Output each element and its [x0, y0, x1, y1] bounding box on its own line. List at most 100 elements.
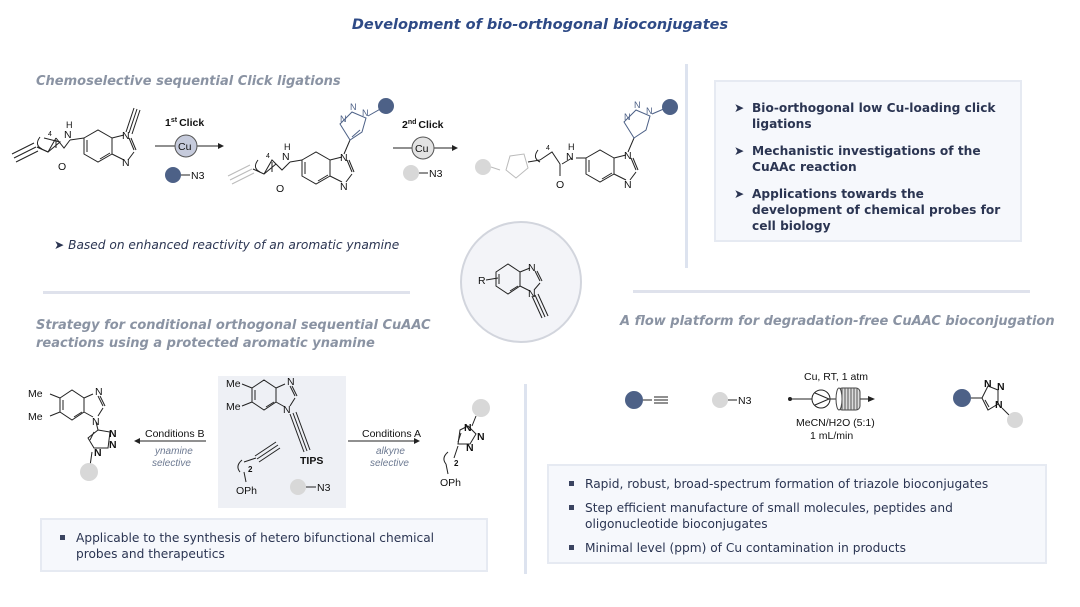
light-bead-icon: [80, 463, 98, 481]
chain-index: 2: [454, 459, 459, 468]
azide-reagent-1: N3: [191, 170, 205, 182]
triazole-n2: N: [634, 100, 641, 110]
aromatic-ynamine-core: N N R: [460, 221, 582, 343]
light-bead-icon: [472, 399, 490, 417]
dark-bead-icon: [662, 99, 678, 115]
square-bullet-icon: [569, 545, 574, 550]
section-title-conditional: Strategy for conditional orthogonal sequ…: [36, 317, 431, 353]
atom-n: N: [464, 422, 472, 434]
note-aromatic-ynamine: ➤ Based on enhanced reactivity of an aro…: [54, 238, 399, 252]
light-bead-icon: [290, 479, 306, 495]
light-bead-icon: [712, 392, 728, 408]
horizontal-divider-right: [633, 290, 1030, 293]
atom-n1: N: [624, 150, 632, 162]
bullet-text: Step efficient manufacture of small mole…: [585, 501, 953, 531]
triazole-n3: N: [362, 108, 369, 118]
atom-n: N: [109, 428, 117, 440]
info-box: ➤ Bio-orthogonal low Cu-loading click lig…: [714, 80, 1022, 242]
atom-n1: N: [340, 152, 348, 164]
catalyst-cu-1: Cu: [178, 141, 192, 153]
conditions-a-selectivity: selective: [370, 458, 409, 469]
triazole-n3: N: [646, 106, 653, 116]
substituent-r: R: [478, 275, 486, 287]
tips-label: TIPS: [300, 455, 323, 467]
info-item-text: Bio-orthogonal low Cu-loading click liga…: [752, 101, 996, 131]
flow-rate: 1 mL/min: [810, 430, 853, 442]
atom-n: N: [997, 381, 1005, 393]
square-bullet-icon: [60, 535, 65, 540]
chain-index: 4: [546, 145, 550, 152]
section-title-line1: Strategy for conditional orthogonal sequ…: [36, 318, 431, 333]
atom-n: N: [528, 262, 536, 274]
square-bullet-icon: [569, 505, 574, 510]
dark-bead-icon: [953, 389, 971, 407]
bullet-text: Minimal level (ppm) of Cu contamination …: [585, 541, 906, 555]
azide-reagent-2: N3: [429, 168, 443, 180]
atom-o: O: [556, 179, 564, 191]
light-bead-icon: [403, 165, 419, 181]
conditions-b-label: Conditions B: [145, 428, 205, 440]
reactant-panel: [218, 376, 346, 508]
atom-n: N: [95, 386, 103, 398]
section-title-line2: reactions using a protected aromatic yna…: [36, 336, 375, 351]
dark-bead-icon: [378, 98, 394, 114]
info-item-text: Mechanistic investigations of the CuAAc …: [752, 144, 981, 174]
arrow-bullet-icon: ➤: [734, 144, 745, 158]
info-list: ➤ Bio-orthogonal low Cu-loading click lig…: [734, 100, 1006, 234]
atom-n3: N: [340, 181, 348, 193]
flow-scheme: N3 Cu, RT, 1 atm MeCN/H2O (5:1) 1 mL/min…: [625, 371, 1023, 442]
atom-n: N: [92, 416, 100, 428]
bullet-text: Applicable to the synthesis of hetero bi…: [76, 531, 435, 561]
triazole-n1: N: [340, 114, 347, 124]
flow-solvent: MeCN/H2O (5:1): [796, 417, 875, 429]
methyl-label: Me: [28, 388, 43, 400]
bullet-text: Rapid, robust, broad-spectrum formation …: [585, 477, 989, 491]
horizontal-divider-left: [43, 291, 410, 294]
atom-n: N: [109, 439, 117, 451]
section-title-click-ligations: Chemoselective sequential Click ligation…: [36, 74, 341, 89]
atom-nh: N: [64, 129, 72, 141]
bullet-item: Step efficient manufacture of small mole…: [567, 500, 1033, 532]
arrow-bullet-icon: ➤: [734, 101, 745, 115]
atom-n: N: [283, 404, 291, 416]
chain-index: 4: [266, 153, 270, 160]
oph-label: OPh: [236, 485, 257, 497]
triazole-n1: N: [624, 112, 631, 122]
methyl-label: Me: [226, 401, 241, 413]
atom-n: N: [477, 431, 485, 443]
dark-bead-icon: [165, 167, 181, 183]
light-bead-icon: [1007, 412, 1023, 428]
conditional-bullet-box: Applicable to the synthesis of hetero bi…: [40, 518, 488, 572]
info-item: ➤ Applications towards the development of…: [734, 186, 1006, 234]
info-item: ➤ Bio-orthogonal low Cu-loading click lig…: [734, 100, 1006, 132]
flow-conditions: Cu, RT, 1 atm: [804, 371, 868, 383]
methyl-label: Me: [226, 378, 241, 390]
arrow-bullet-icon: ➤: [734, 187, 745, 201]
conditions-b-selectivity: selective: [152, 458, 191, 469]
section-title-flow-platform: A flow platform for degradation-free CuA…: [620, 314, 1055, 329]
info-item-text: Applications towards the development of …: [752, 187, 1001, 233]
atom-o: O: [58, 161, 66, 173]
oph-label: OPh: [440, 477, 461, 489]
azide-reagent: N3: [738, 395, 752, 407]
chain-index: 4: [48, 131, 52, 138]
atom-nh: N: [566, 151, 574, 163]
page-title: Development of bio-orthogonal bioconjuga…: [351, 17, 729, 33]
atom-o: O: [276, 183, 284, 195]
bullet-item: Rapid, robust, broad-spectrum formation …: [567, 476, 1033, 492]
conditional-bullets: Applicable to the synthesis of hetero bi…: [58, 530, 474, 562]
atom-h: H: [568, 142, 575, 152]
azide-reagent: N3: [317, 482, 331, 494]
triazole-n2: N: [350, 102, 357, 112]
flow-bullets: Rapid, robust, broad-spectrum formation …: [567, 476, 1033, 556]
arrow-bullet-icon: ➤: [54, 238, 65, 252]
info-item: ➤ Mechanistic investigations of the CuAAc…: [734, 143, 1006, 175]
note-text: Based on enhanced reactivity of an aroma…: [68, 238, 400, 252]
flow-bullet-box: Rapid, robust, broad-spectrum formation …: [547, 464, 1047, 564]
chain-index: 2: [248, 465, 253, 474]
conditions-a-selectivity: alkyne: [376, 446, 405, 457]
atom-n1: N: [122, 130, 130, 142]
conditional-scheme: Me Me N N N N N Conditions B ynamine sel…: [28, 376, 490, 508]
